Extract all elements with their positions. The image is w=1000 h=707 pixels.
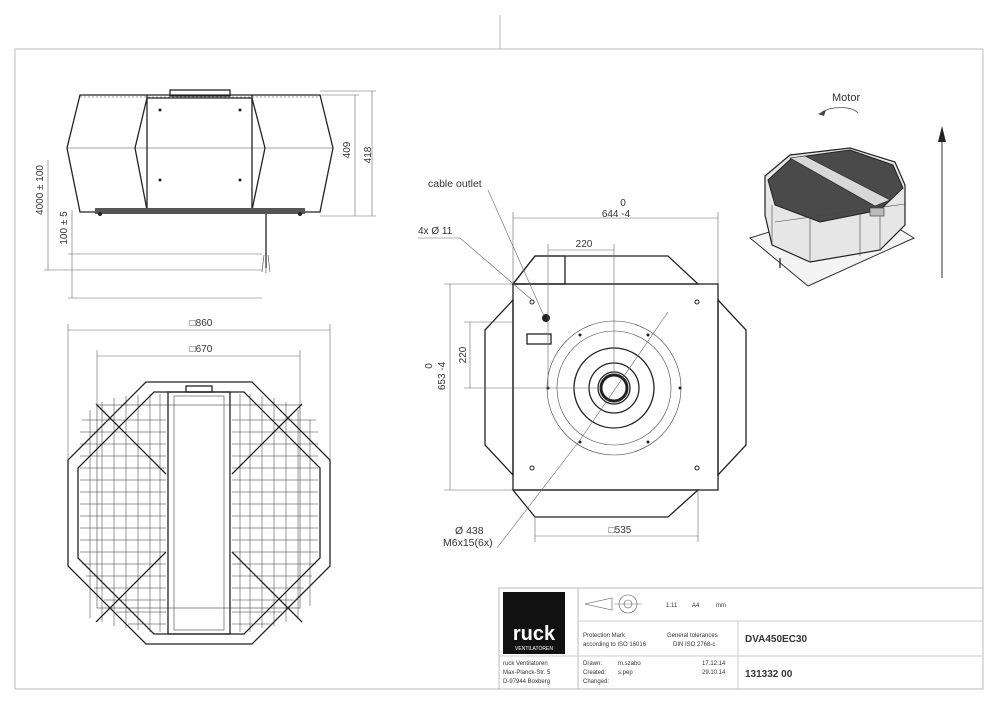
motor-label: Motor [832,92,860,104]
cable-outlet-label: cable outlet [428,178,482,190]
dim-644: 644 -4 [602,209,631,220]
tolerances-1: General tolerances [667,633,718,639]
title-block [498,587,984,690]
created-by: s.pep [618,670,633,676]
ruck-logo [503,592,565,654]
iso-view [748,107,946,287]
unit: mm [716,603,726,609]
side-view [44,89,376,299]
created-date: 29.10.14 [702,670,726,676]
created-label: Created: [583,670,606,676]
drawn-label: Drawn: [583,661,602,667]
scale: 1:11 [666,603,678,609]
company-line-3: D-97944 Boxberg [503,679,550,685]
dim-cable-length: 4000 ± 100 [35,165,46,215]
dim-535: □535 [609,525,632,536]
circle-dia-label: Ø 438 [455,525,484,537]
dim-418: 418 [363,146,374,163]
holes-label: 4x Ø 11 [418,226,453,237]
logo-text: ruck [513,623,556,645]
dim-220-y: 220 [458,346,469,363]
dim-860: □860 [190,318,213,329]
paper-size: A4 [692,603,700,609]
protection-mark-2: according to ISO 16016 [583,642,647,648]
protection-mark-1: Protection Mark [583,633,626,639]
company-line-2: Max-Planck-Str. 5 [503,670,551,676]
dim-653: 653 -4 [437,361,448,390]
drawn-date: 17.12.14 [702,661,726,667]
logo-subtext: VENTILATOREN [515,646,553,652]
tolerances-2: DIN ISO 2768-c [673,642,715,648]
company-line-1: ruck Ventilatoren [503,661,548,667]
dim-base-height: 100 ± 5 [59,211,70,245]
product-code: DVA450EC30 [745,634,808,645]
drawn-by: m.szabo [618,661,641,667]
dim-670: □670 [190,344,213,355]
changed-label: Changed: [583,679,609,685]
drawing-number: 131332 00 [745,669,793,680]
screws-label: M6x15(6x) [443,537,493,549]
dim-height-tol: 0 [424,363,435,369]
dim-width-tol: 0 [620,198,626,209]
top-view [67,324,331,645]
dim-409: 409 [342,141,353,158]
dim-220-x: 220 [576,239,593,250]
base-view [418,189,747,549]
